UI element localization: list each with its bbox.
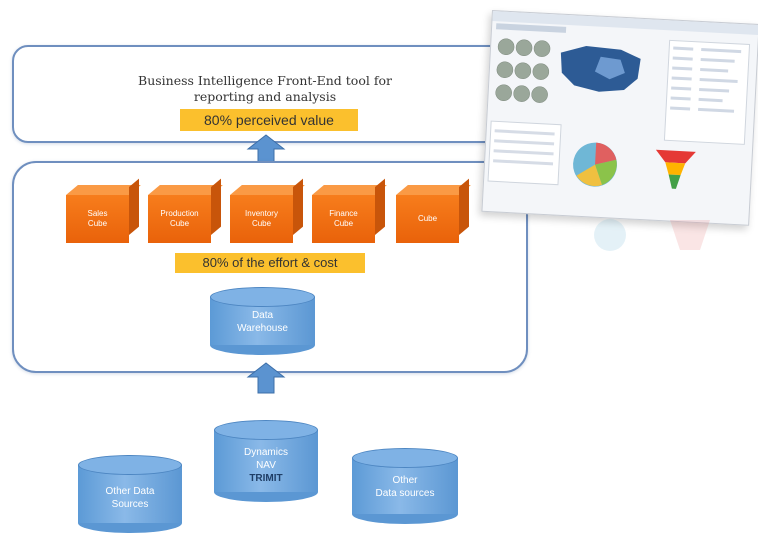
dashboard-reflection [560, 215, 740, 255]
warehouse-label: Warehouse [237, 323, 288, 334]
cube-label: Inventory [245, 209, 278, 218]
dynamics-nav-cylinder: Dynamics NAV TRIMIT [214, 420, 318, 502]
dashboard-screenshot-image [481, 10, 758, 226]
warehouse-label: Data [251, 310, 274, 321]
bi-title-line2: reporting and analysis [193, 89, 337, 104]
other-data-sources-cylinder-left: Other Data Sources [78, 455, 182, 533]
cube-generic: Cube [396, 178, 471, 245]
cube-label: Cube [87, 219, 108, 228]
cube-label: Finance [329, 209, 358, 218]
source-label: Sources [111, 499, 149, 510]
cube-label: Cube [417, 214, 438, 223]
cube-label: Cube [333, 219, 354, 228]
source-label: Other Data [105, 486, 155, 497]
perceived-value-label: 80% perceived value [180, 109, 358, 131]
cube-label: Production [160, 209, 199, 218]
source-label-trimit: TRIMIT [249, 473, 283, 484]
bi-title-line1: Business Intelligence Front-End tool for [138, 73, 392, 88]
cube-label: Cube [169, 219, 190, 228]
cube-label: Sales [87, 209, 108, 218]
effort-cost-label: 80% of the effort & cost [175, 253, 365, 273]
data-warehouse-cylinder: Data Warehouse [210, 287, 315, 355]
cube-label: Cube [251, 219, 272, 228]
other-data-sources-cylinder-right: Other Data sources [352, 448, 458, 524]
arrow-up-icon [246, 362, 286, 394]
source-label: NAV [256, 460, 276, 471]
bi-frontend-title: Business Intelligence Front-End tool for… [100, 73, 430, 105]
source-label: Other [392, 475, 418, 486]
arrow-up-icon [246, 134, 286, 164]
source-label: Dynamics [244, 447, 288, 458]
source-label: Data sources [375, 488, 435, 499]
